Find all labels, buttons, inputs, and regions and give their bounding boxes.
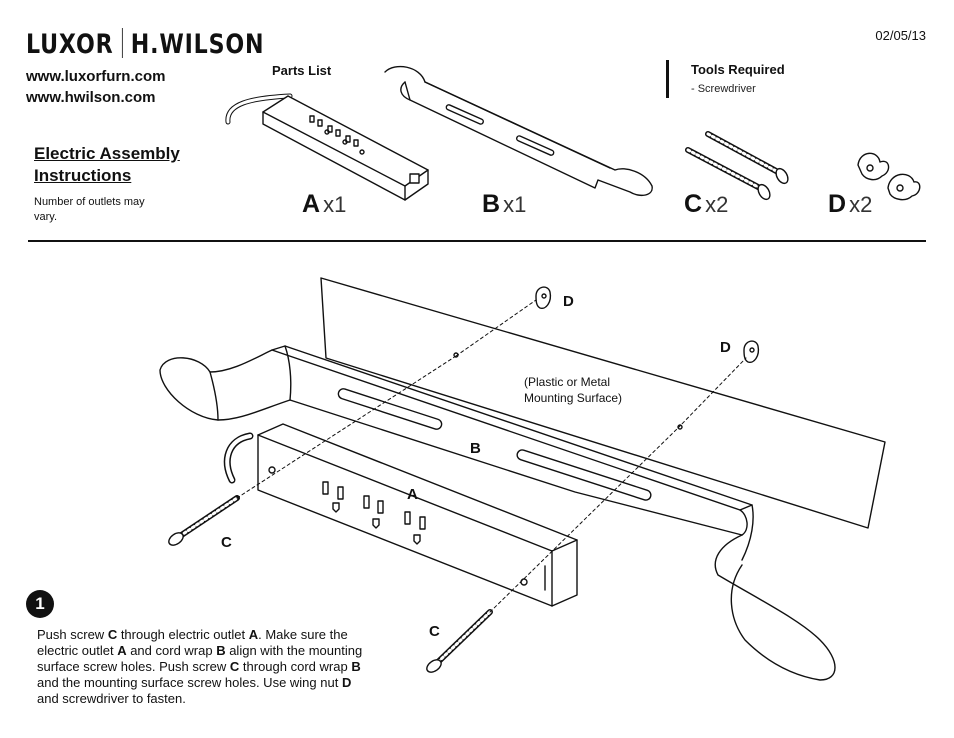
step-text-segment: Push screw: [37, 627, 108, 642]
page-title: Electric Assembly Instructions: [34, 144, 180, 185]
step-part-ref: B: [216, 643, 226, 658]
step-part-ref: A: [117, 643, 127, 658]
tools-required-label: Tools Required: [691, 62, 785, 77]
document-date: 02/05/13: [875, 28, 926, 43]
wing-nut-d-right: [743, 340, 760, 363]
surface-hole-left: [453, 352, 459, 358]
step-text-segment: through electric outlet: [117, 627, 249, 642]
url-luxorfurn[interactable]: www.luxorfurn.com: [26, 68, 166, 85]
brand-divider: [121, 28, 123, 58]
step-text-segment: . Make sure the electric outlet: [37, 627, 348, 658]
part-qty: x1: [323, 192, 347, 217]
step-part-ref: D: [341, 675, 352, 690]
step-text-segment: through cord wrap: [239, 659, 352, 674]
part-b-cord-wrap-icon: [384, 65, 653, 197]
step-part-ref: C: [107, 627, 118, 642]
tool-item-screwdriver: - Screwdriver: [691, 83, 756, 95]
step-instructions: Push screw C through electric outlet A. …: [37, 627, 367, 707]
cord-wrap-b-illustration: [159, 345, 836, 681]
part-qty: x2: [849, 192, 873, 217]
surface-hole-right: [677, 424, 683, 430]
part-letter: A: [302, 190, 321, 218]
part-letter: D: [828, 190, 847, 218]
screw-c-right: [426, 609, 493, 673]
brand-logo: LUXOR H.WILSON: [26, 28, 264, 60]
mounting-surface-panel: [320, 277, 886, 529]
part-c-screws-icon: [685, 131, 789, 201]
step-text-segment: and screwdriver to fasten.: [37, 691, 186, 706]
step-part-ref: A: [248, 627, 259, 642]
wing-nut-d-top: [535, 286, 552, 309]
parts-list-label: Parts List: [272, 63, 332, 78]
power-strip-a-illustration: [223, 423, 578, 607]
step-text-segment: and cord wrap: [126, 643, 217, 658]
part-a-power-strip-icon: [225, 93, 429, 201]
part-qty: x1: [503, 192, 527, 217]
step-part-ref: B: [351, 659, 361, 674]
brand-luxor: LUXOR: [26, 29, 114, 60]
step-number-badge: 1: [26, 590, 54, 618]
callout-d-right: D: [720, 339, 731, 356]
outlet-note: Number of outlets may vary.: [34, 196, 145, 223]
callout-c-left: C: [221, 534, 232, 551]
tools-divider: [666, 60, 669, 98]
alignment-lines: [236, 299, 747, 613]
brand-hwilson: H.WILSON: [130, 29, 265, 60]
callout-d-top: D: [563, 293, 574, 310]
callout-c-right: C: [429, 623, 440, 640]
step-text-segment: align with the mounting surface screw ho…: [37, 643, 363, 674]
url-hwilson[interactable]: www.hwilson.com: [26, 89, 156, 106]
section-divider: [28, 240, 926, 242]
part-letter: B: [482, 190, 501, 218]
mounting-surface-label: (Plastic or Metal Mounting Surface): [524, 375, 623, 405]
part-d-wing-nuts-icon: [857, 152, 921, 201]
screw-c-left: [168, 495, 240, 546]
part-qty: x2: [705, 192, 729, 217]
step-text-segment: and the mounting surface screw holes. Us…: [37, 675, 342, 690]
callout-a: A: [407, 486, 418, 503]
part-letter: C: [684, 190, 703, 218]
callout-b: B: [470, 440, 481, 457]
step-part-ref: C: [229, 659, 240, 674]
